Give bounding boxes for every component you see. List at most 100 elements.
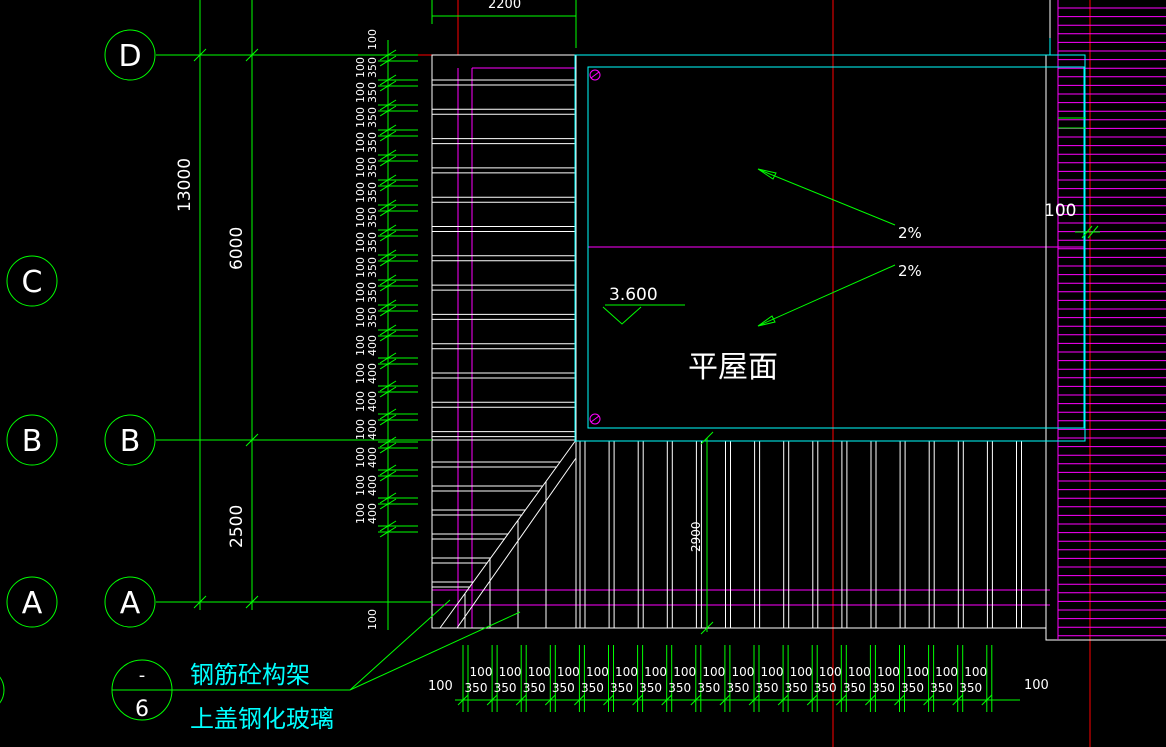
dim-left-value: 350 xyxy=(366,232,379,253)
dim-bottom-bottom: 350 xyxy=(552,681,575,695)
dim-tick xyxy=(1087,225,1099,239)
axis-bubbles xyxy=(0,29,156,704)
dim-tick xyxy=(894,694,905,706)
elevation-label: 3.600 xyxy=(609,285,658,305)
dim-tick xyxy=(515,694,527,706)
vertical-slats xyxy=(464,441,1022,628)
dim-left-value: 350 xyxy=(366,132,379,153)
axis-bubble-B xyxy=(104,414,156,466)
dim-left-value: 100 xyxy=(354,363,367,384)
dim-bottom-top: 100 xyxy=(761,665,784,679)
dim-left-value: 400 xyxy=(366,503,379,524)
dim-bottom-bottom: 350 xyxy=(668,681,691,695)
roof-label: 平屋面 xyxy=(688,350,778,385)
dim-bottom-top: 100 xyxy=(790,665,813,679)
dim-bottom-bottom: 350 xyxy=(523,681,546,695)
drain-icon xyxy=(590,71,600,79)
dim-tick xyxy=(632,694,643,706)
dim-bottom-top: 100 xyxy=(673,665,696,679)
dim-left-value: 100 xyxy=(354,447,367,468)
dim-tick xyxy=(603,694,614,706)
roof-inner xyxy=(587,66,1085,429)
dim-left-value: 350 xyxy=(366,57,379,78)
leader-line xyxy=(349,599,451,691)
dim-tick xyxy=(719,694,731,706)
dim-left-value: 350 xyxy=(366,182,379,203)
dim-tick xyxy=(1081,225,1093,239)
dim-right-edge: 100 xyxy=(1044,201,1076,221)
dim-left-value: 100 xyxy=(354,307,367,328)
dim-left-value: 400 xyxy=(366,363,379,384)
dim-left-value: 400 xyxy=(366,335,379,356)
dim-left-value: 100 xyxy=(354,335,367,356)
dim-top-width: 2200 xyxy=(488,0,521,12)
top-dimension xyxy=(431,0,577,48)
dim-bottom-top: 100 xyxy=(557,665,580,679)
dim-bottom-top: 100 xyxy=(877,665,900,679)
dim-bottom-top: 100 xyxy=(964,665,987,679)
roof-outer xyxy=(574,54,1086,442)
bottom-dim-chain xyxy=(455,645,1020,712)
leader-line xyxy=(349,611,521,691)
axis-bubble-C-outer xyxy=(6,255,58,307)
dim-left-value: 400 xyxy=(366,447,379,468)
dim-depth: 2900 xyxy=(689,521,703,552)
dim-left-last: 100 xyxy=(366,609,379,630)
dim-tick xyxy=(690,694,702,706)
dim-tick xyxy=(486,694,498,706)
structure-lines xyxy=(418,0,1166,747)
dim-bottom-bottom: 350 xyxy=(785,681,808,695)
slope-arrow-lower xyxy=(759,264,896,326)
dim-left-value: 100 xyxy=(354,503,367,524)
dim-left-value: 350 xyxy=(366,307,379,328)
dim-bottom-bottom: 350 xyxy=(697,681,720,695)
dim-left-value: 100 xyxy=(354,257,367,278)
pergola-outline xyxy=(431,54,577,629)
drain-icon xyxy=(589,69,601,81)
dim-left-value: 350 xyxy=(366,207,379,228)
dim-bottom-top: 100 xyxy=(615,665,638,679)
dim-left-value: 100 xyxy=(354,419,367,440)
dim-bottom-bottom: 350 xyxy=(872,681,895,695)
dim-left-value: 350 xyxy=(366,107,379,128)
dim-tick xyxy=(952,694,964,706)
slope-arrows xyxy=(602,168,896,327)
axis-bubble-B-outer xyxy=(6,414,58,466)
dim-bottom-bottom: 350 xyxy=(726,681,749,695)
dim-left-value: 100 xyxy=(354,182,367,203)
dim-left-value: 100 xyxy=(354,82,367,103)
dim-tick xyxy=(700,621,714,635)
dim-bottom-top: 100 xyxy=(848,665,871,679)
dim-left-value: 350 xyxy=(366,257,379,278)
dim-bottom-top: 100 xyxy=(731,665,754,679)
dim-bottom-bottom: 350 xyxy=(901,681,924,695)
dim-left-value: 400 xyxy=(366,475,379,496)
dim-tick xyxy=(748,694,760,706)
dim-bottom-top: 100 xyxy=(702,665,725,679)
dim-left-value: 100 xyxy=(354,132,367,153)
dim-tick xyxy=(806,694,818,706)
drain-icon xyxy=(590,415,600,423)
dim-bottom-bottom: 350 xyxy=(610,681,633,695)
dim-left-value: 100 xyxy=(354,232,367,253)
axis-label-C-outer: C xyxy=(22,265,43,300)
drain-icon xyxy=(589,413,601,425)
drain-pipes xyxy=(589,69,601,425)
dim-left-value: 100 xyxy=(354,391,367,412)
dim-bottom-top: 100 xyxy=(819,665,842,679)
callout-line1: 钢筋砼构架 xyxy=(190,661,310,689)
dim-left-value: 100 xyxy=(354,282,367,303)
dim-tick xyxy=(923,694,934,706)
dim-left-value: 100 xyxy=(354,107,367,128)
dim-bottom-bottom: 350 xyxy=(639,681,662,695)
overall-dims xyxy=(156,0,432,610)
right-building-outline xyxy=(1045,0,1166,641)
left-dim-chain xyxy=(378,40,418,630)
dim-bottom-bottom: 350 xyxy=(959,681,982,695)
dim-bottom-top: 100 xyxy=(470,665,493,679)
dim-left-first: 100 xyxy=(366,29,379,50)
dim-bottom-bottom: 350 xyxy=(494,681,517,695)
arrow-head-icon xyxy=(757,168,777,180)
